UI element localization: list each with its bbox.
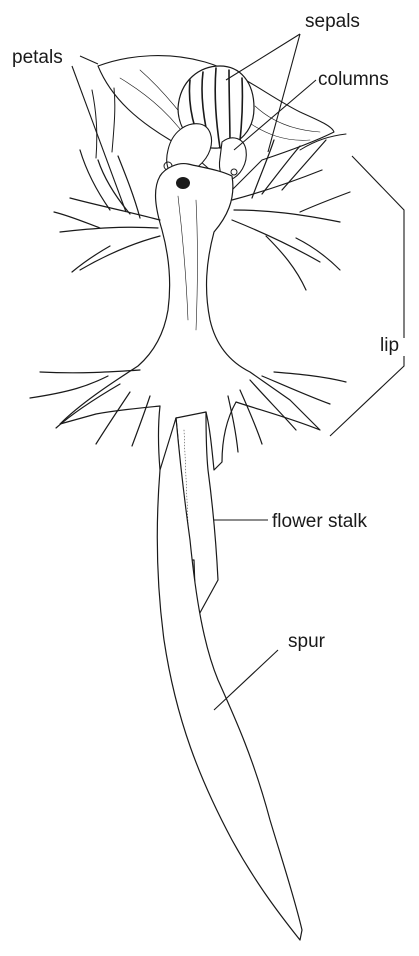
label-petals: petals bbox=[12, 47, 63, 68]
leader-petals bbox=[80, 56, 98, 64]
label-sepals: sepals bbox=[305, 11, 360, 32]
label-lip: lip bbox=[380, 335, 399, 356]
leader-spur bbox=[214, 650, 278, 710]
label-flower-stalk: flower stalk bbox=[272, 511, 368, 532]
leader-lip-bracket bbox=[352, 156, 404, 338]
label-columns: columns bbox=[318, 69, 389, 90]
spur-structure bbox=[157, 418, 302, 940]
lip-throat bbox=[176, 177, 190, 189]
leader-lip-bracket-low bbox=[330, 356, 404, 436]
label-spur: spur bbox=[288, 631, 326, 652]
